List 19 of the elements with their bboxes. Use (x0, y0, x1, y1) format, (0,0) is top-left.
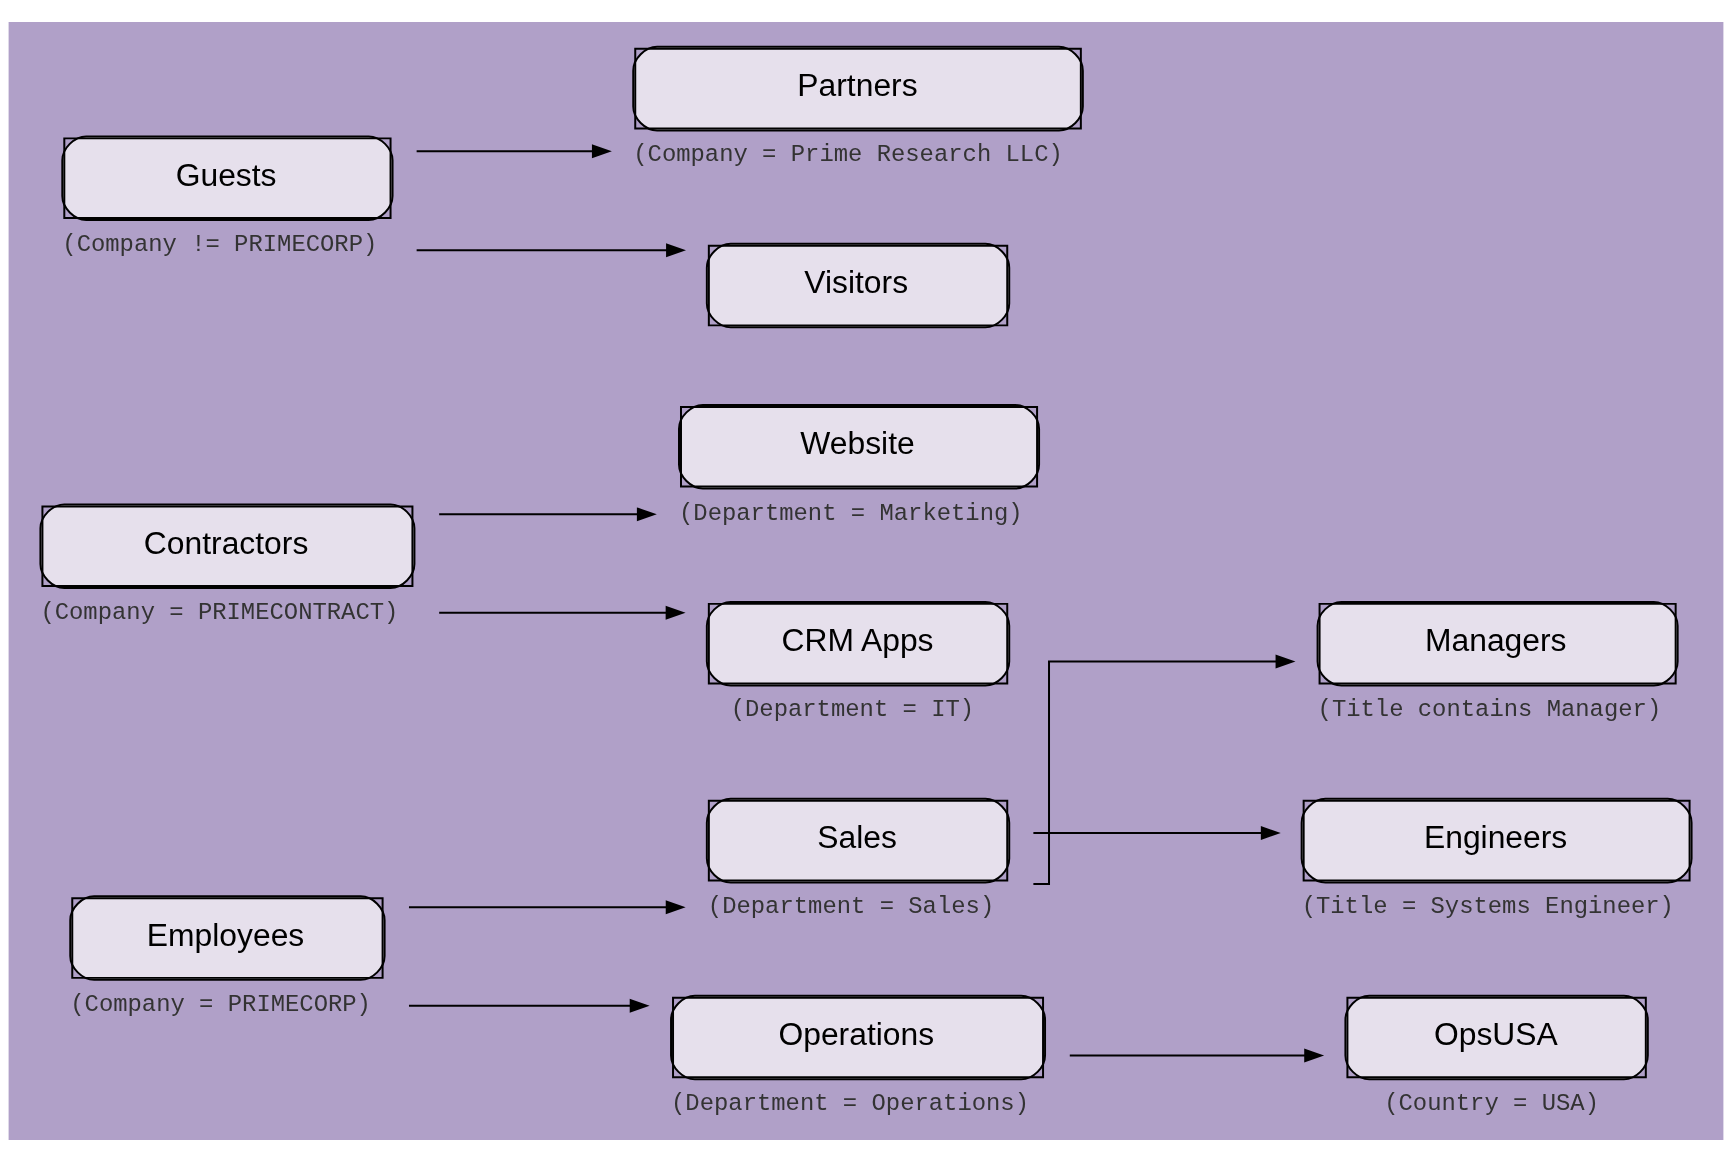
arrow (438, 605, 686, 620)
arrow (407, 998, 650, 1013)
node-label: (Department = Sales) (707, 892, 995, 920)
node-label: (Department = Marketing) (679, 499, 1023, 527)
arrow (415, 143, 612, 158)
arrow (1068, 1047, 1325, 1062)
node-label: (Department = IT) (730, 695, 975, 723)
arrow (415, 242, 686, 257)
node-label: (Company = Prime Research LLC) (633, 140, 1063, 168)
node-label: (Company = PRIMECONTRACT) (40, 598, 399, 626)
node-label: (Company = PRIMECORP) (70, 990, 371, 1018)
node-label: (Company != PRIMECORP) (62, 230, 378, 258)
node-label: (Title = Systems Engineer) (1301, 892, 1674, 920)
arrow (438, 506, 657, 521)
node-label: (Country = USA) (1384, 1089, 1599, 1117)
arrow (407, 899, 686, 914)
node-label: (Title contains Manager) (1317, 695, 1662, 723)
arrow (1032, 825, 1281, 840)
node-label: (Department = Operations) (671, 1089, 1029, 1117)
